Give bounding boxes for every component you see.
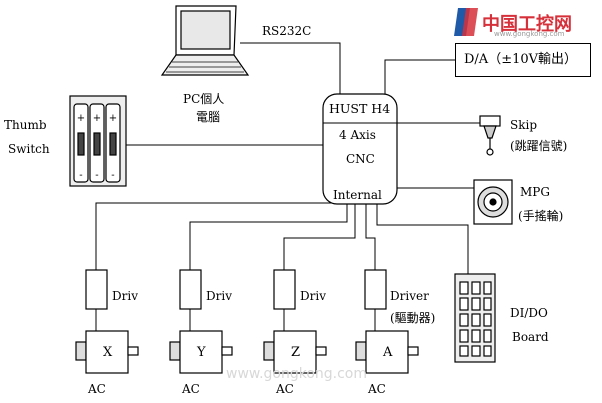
motor-icon-x [75, 330, 139, 374]
motor-label-a: AC [368, 382, 386, 396]
svg-text:+: + [93, 113, 101, 124]
watermark-url-center: www.gongkong.com [226, 366, 368, 382]
cnc-title: HUST H4 [329, 101, 391, 116]
driver-sub-label-a: (驅動器) [390, 311, 436, 325]
wire-cnc-driver-y [189, 203, 348, 270]
watermark-url-small: www.gongkong.com [494, 30, 565, 38]
driver-label-x: Driv [112, 289, 138, 303]
svg-text:+: + [77, 113, 85, 124]
da-output-box: D/A（±10V輸出） [455, 43, 591, 77]
svg-text:-: - [79, 170, 82, 181]
axis-label-y: Y [197, 345, 206, 360]
dido-label-line1: DI/DO [510, 306, 548, 320]
motor-icon-z [263, 330, 327, 374]
thumb-switch-icon: + + + - - - [69, 95, 127, 187]
axis-label-x: X [103, 345, 113, 360]
wire-pc-cnc [240, 42, 341, 94]
pc-label-line2: 電腦 [196, 110, 221, 124]
wire-cnc-dido [376, 203, 469, 274]
driver-box-y [179, 269, 202, 310]
thumb-label-line2: Switch [8, 142, 50, 156]
motor-label-y: AC [182, 382, 200, 396]
cnc-type-label: CNC [346, 152, 375, 166]
pc-label-line1: PC個人 [183, 92, 225, 106]
thumb-label-line1: Thumb [4, 118, 47, 132]
cnc-internal-label: Internal [333, 188, 382, 202]
axis-label-a: A [383, 345, 393, 360]
axis-label-z: Z [291, 345, 301, 360]
wire-cnc-driver-z [283, 203, 356, 270]
motor-label-x: AC [88, 382, 106, 396]
cnc-axis-label: 4 Axis [339, 128, 376, 142]
driver-label-y: Driv [206, 289, 232, 303]
svg-text:-: - [111, 170, 114, 181]
watermark-logo-text: 中国工控网 [482, 14, 572, 35]
rs232c-label: RS232C [262, 24, 312, 38]
mpg-label-line1: MPG [520, 185, 550, 199]
dido-label-line2: Board [512, 330, 549, 344]
skip-label-line1: Skip [510, 118, 538, 132]
skip-probe-icon [479, 115, 501, 156]
mpg-label-line2: (手搖輪) [518, 209, 564, 223]
svg-text:-: - [95, 170, 98, 181]
wire-cnc-da [384, 59, 455, 96]
motor-icon-y [169, 330, 233, 374]
da-label: D/A（±10V輸出） [464, 52, 578, 67]
driver-label-z: Driv [300, 289, 326, 303]
skip-label-line2: (跳躍信號) [510, 139, 568, 153]
svg-text:+: + [109, 113, 117, 124]
gongkong-logo-icon [454, 8, 478, 36]
motor-label-z: AC [276, 382, 294, 396]
dido-board-icon [454, 273, 496, 363]
wire-cnc-driver-x [95, 202, 336, 270]
driver-box-a [364, 269, 387, 310]
wire-cnc-driver-a [365, 203, 376, 270]
driver-label-a: Driver [390, 289, 429, 303]
cnc-controller-box [322, 93, 398, 205]
motor-icon-a [355, 330, 419, 374]
laptop-icon [160, 5, 250, 76]
driver-box-z [273, 269, 296, 310]
mpg-handwheel-icon [473, 179, 513, 225]
driver-box-x [85, 269, 108, 310]
